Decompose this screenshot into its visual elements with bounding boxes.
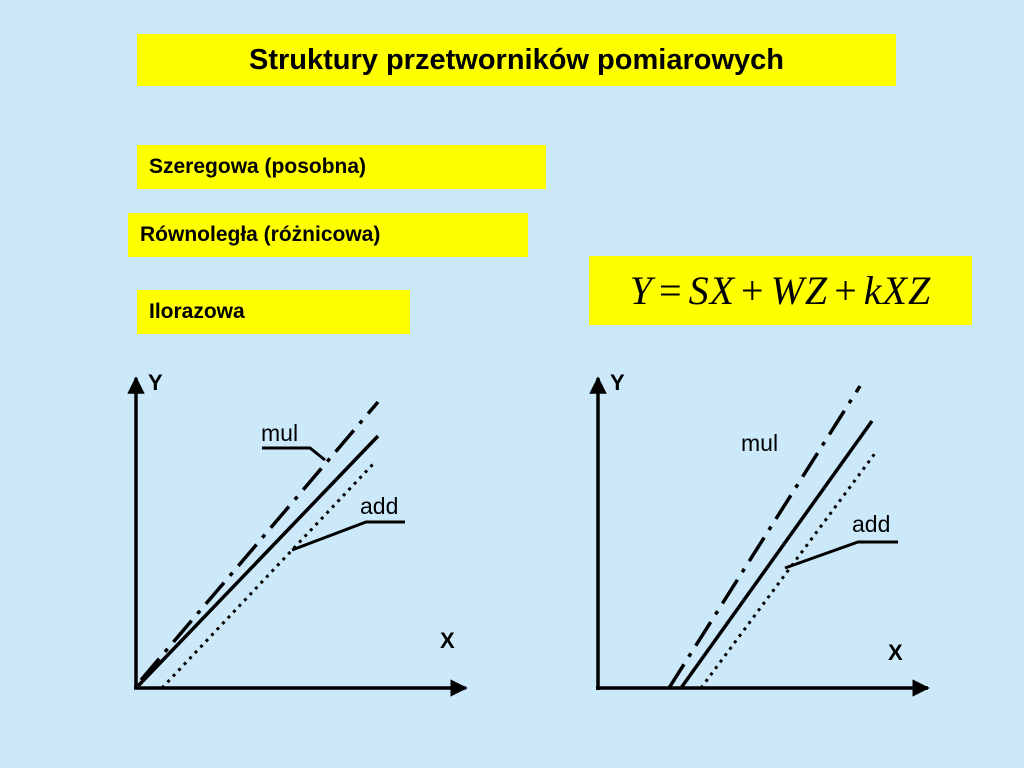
left-mul-line [139,400,380,682]
formula-kxz: kXZ [863,268,932,313]
diagram-right: Y X mul add [589,370,930,697]
formula-plus-2: + [834,268,858,313]
left-add-line [160,460,377,690]
left-add-label: add [360,493,398,519]
right-nominal-line [679,419,874,690]
structure-parallel-box: Równoległa (różnicowa) [128,213,528,257]
formula-plus-1: + [741,268,765,313]
left-mul-label: mul [261,420,298,446]
title-text: Struktury przetworników pomiarowych [249,43,784,76]
structure-serial-label: Szeregowa (posobna) [149,155,367,178]
right-mul-line [667,385,862,689]
right-add-line [699,451,878,689]
right-add-label: add [852,511,890,537]
right-mul-label: mul [741,430,778,456]
left-y-label: Y [148,370,163,395]
structure-ratio-label: Ilorazowa [149,300,245,323]
structure-serial-box: Szeregowa (posobna) [137,145,546,189]
structure-parallel-label: Równoległa (różnicowa) [140,223,381,246]
page-title: Struktury przetworników pomiarowych [137,34,896,86]
structure-ratio-box: Ilorazowa [137,290,410,334]
right-x-label: X [888,640,903,665]
right-add-callout [784,540,898,570]
formula-wz: WZ [770,268,829,313]
diagram-left: Y X mul add [127,370,468,697]
formula-sx: SX [688,268,736,313]
formula-y: Y [629,268,654,313]
formula-box: Y = SX + WZ + kXZ [589,256,972,325]
left-mul-callout [262,446,326,462]
formula-equals: = [659,268,683,313]
left-nominal-line [136,434,380,688]
right-y-label: Y [610,370,625,395]
left-x-label: X [440,628,455,653]
left-add-callout [291,520,405,552]
